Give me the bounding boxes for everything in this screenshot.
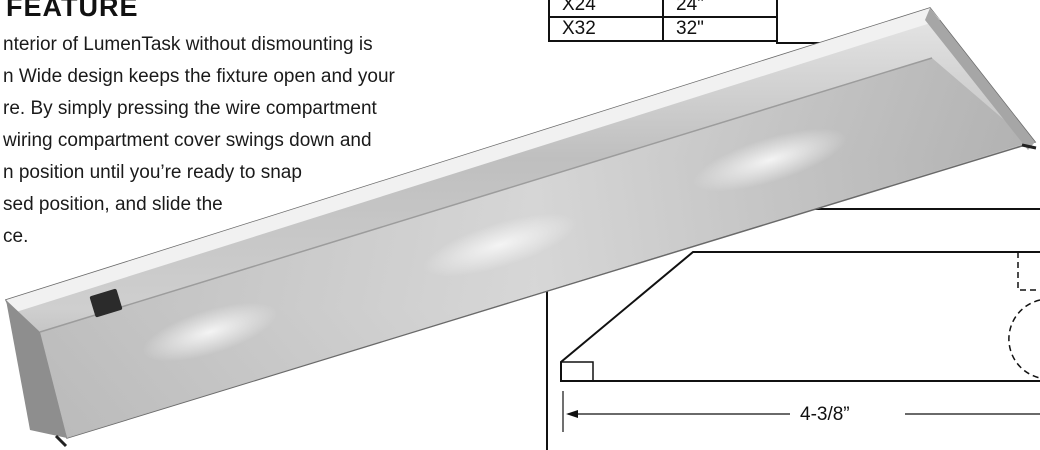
feature-text-line-7: ce. [3,226,29,247]
size-table-row: X24 24" [548,0,778,18]
feature-text-line-2: n Wide design keeps the fixture open and… [3,66,395,87]
feature-text-line-6: sed position, and slide the [3,194,223,215]
size-length-cell: 32" [662,16,778,42]
feature-text-line-3: re. By simply pressing the wire compartm… [3,98,377,119]
size-model-cell: X32 [548,16,664,42]
size-table-row: X32 32" [548,16,778,42]
size-model-cell: X24 [548,0,664,18]
feature-text-line-4: wiring compartment cover swings down and [3,130,372,151]
feature-text-line-1: nterior of LumenTask without dismounting… [3,34,373,55]
under-cabinet-light-fixture-photo [4,7,1037,448]
rocker-switch-icon [89,288,123,318]
fixture-profile-line-drawing [546,208,1040,450]
size-length-cell: 24" [662,0,778,18]
feature-text-line-5: n position until you’re ready to snap [3,162,302,183]
size-table: X24 24" X32 32" [548,0,778,42]
dimension-label: 4-3/8” [796,404,854,426]
feature-heading: FEATURE [6,0,139,22]
